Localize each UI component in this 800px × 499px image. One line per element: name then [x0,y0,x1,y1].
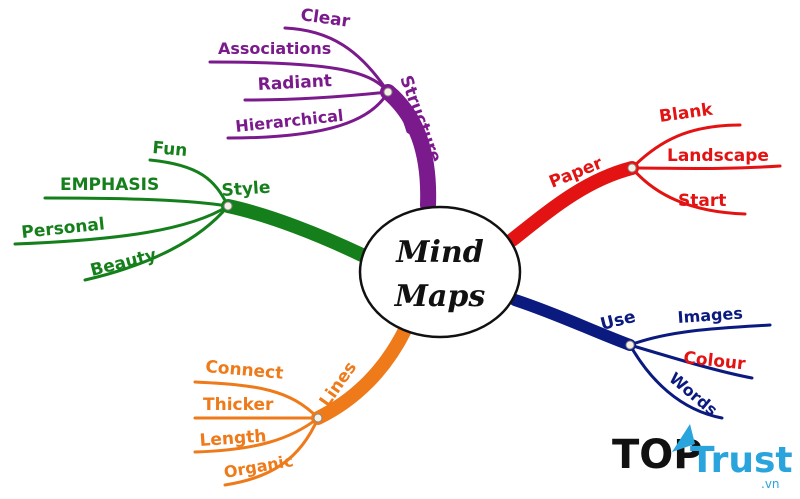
use-knot [625,340,635,350]
logo-vn-text: .vn [761,477,780,491]
structure-item-clear: Clear [299,5,352,32]
structure-item-hierarchical: Hierarchical [234,106,344,136]
use-twig-images [628,323,772,347]
style-item-beauty: Beauty [88,245,158,281]
use-twig-colour [628,343,754,380]
style-item-emphasis: EMPHASIS [60,175,159,195]
lines-trunk [311,323,412,425]
center-title-line2: Maps [394,279,486,314]
style-knot [223,201,233,211]
toptrust-logo: TOP Trust .vn [612,424,793,491]
use-branch-label: Use [598,307,637,335]
lines-twig-length [193,416,320,454]
style-trunk [221,199,369,262]
branch-structure [208,26,437,213]
center-title-line1: Mind [395,235,483,270]
style-twig-personal [13,204,230,246]
structure-twig-associations [208,60,390,94]
structure-knot [383,87,393,97]
use-trunk [509,294,636,351]
center-node [358,205,522,339]
paper-twig-landscape [630,164,782,170]
style-twig-emphasis [43,196,230,208]
paper-knot [627,163,637,173]
paper-twig-start [630,166,747,216]
branch-style [13,158,369,282]
structure-item-radiant: Radiant [257,71,332,95]
style-twig-beauty [83,204,230,282]
lines-item-connect: Connect [205,357,285,384]
logo-trust-text: Trust [690,440,793,481]
lines-twig-connect [193,380,320,420]
style-twig-fun [148,158,230,208]
paper-item-blank: Blank [658,100,715,127]
use-item-words: Words [665,369,721,420]
use-item-images: Images [677,303,743,327]
style-item-fun: Fun [152,138,189,161]
branch-use [509,294,772,420]
style-branch-label: Style [221,178,271,201]
lines-twig-organic [223,416,320,487]
structure-twig-clear [283,26,390,94]
structure-twig-radiant [243,90,390,102]
lines-knot [313,413,323,423]
branch-lines [193,323,412,487]
paper-trunk [505,161,639,247]
paper-item-landscape: Landscape [667,146,769,166]
branch-paper [505,123,782,247]
use-twig-words [628,343,724,420]
paper-item-start: Start [678,191,726,211]
lines-item-length: Length [199,426,267,451]
structure-item-associations: Associations [218,39,331,58]
use-item-colour: Colour [682,348,747,374]
structure-twig-hierarchical [226,90,390,140]
lines-item-thicker: Thicker [203,395,274,415]
logo-arrow-icon [672,424,695,452]
paper-twig-blank [630,123,742,170]
